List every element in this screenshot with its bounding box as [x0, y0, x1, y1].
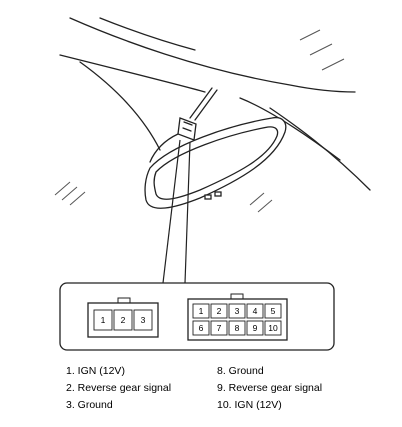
pin-number: 7	[217, 323, 222, 333]
pin-cell	[93, 309, 113, 331]
pin-number: 3	[235, 306, 240, 316]
hatching	[54, 29, 345, 213]
pin-cell	[192, 320, 210, 336]
pin-number: 1	[199, 306, 204, 316]
pin-cell	[228, 320, 246, 336]
legend-item: 9. Reverse gear signal	[217, 382, 323, 394]
pin-legend-right: 8. Ground 9. Reverse gear signal 10. IGN…	[217, 363, 322, 414]
pin-cell	[246, 303, 264, 319]
connector-10-pin: 1 2 3 4 5 6 7 8 9 10	[187, 293, 288, 341]
pin-cell	[264, 303, 282, 319]
leader-lines	[162, 139, 191, 284]
legend-item: 1. IGN (12V)	[66, 365, 125, 377]
pin-cell	[210, 303, 228, 319]
legend-item: 8. Ground	[217, 365, 264, 377]
pin-cell	[246, 320, 264, 336]
pin-number: 2	[121, 315, 126, 325]
pin-number: 6	[199, 323, 204, 333]
legend-item: 3. Ground	[66, 399, 113, 411]
pin-number: 9	[253, 323, 258, 333]
legend-item: 10. IGN (12V)	[217, 399, 282, 411]
pin-cell	[133, 309, 153, 331]
legend-item: 2. Reverse gear signal	[66, 382, 172, 394]
pin-legend-left: 1. IGN (12V) 2. Reverse gear signal 3. G…	[66, 363, 171, 414]
pin-number: 3	[141, 315, 146, 325]
rearview-mirror	[144, 116, 287, 209]
pin-cell	[113, 309, 133, 331]
pin-number: 5	[271, 306, 276, 316]
pin-number: 1	[101, 315, 106, 325]
pin-number: 8	[235, 323, 240, 333]
pin-cell	[264, 320, 282, 336]
pin-number: 4	[253, 306, 258, 316]
pin-cell	[192, 303, 210, 319]
pin-number: 10	[268, 323, 278, 333]
pin-cell	[210, 320, 228, 336]
connector-3-pin: 1 2 3	[87, 297, 159, 338]
pin-number: 2	[217, 306, 222, 316]
pin-cell	[228, 303, 246, 319]
